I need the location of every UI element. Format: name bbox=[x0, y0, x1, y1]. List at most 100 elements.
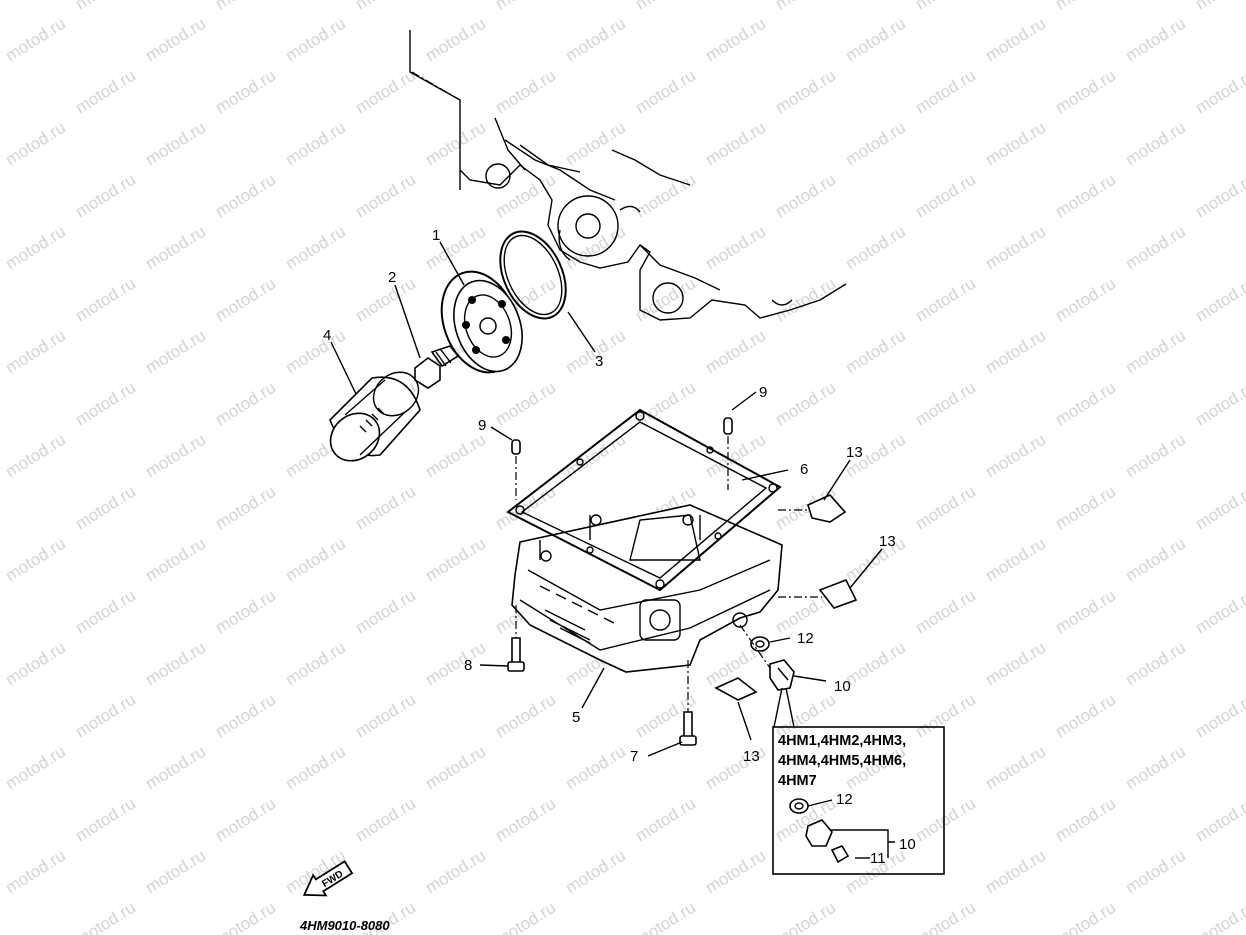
watermark-text: motod.ru bbox=[632, 66, 699, 118]
watermark-text: motod.ru bbox=[912, 378, 979, 430]
watermark-text: motod.ru bbox=[72, 690, 139, 742]
watermark-text: motod.ru bbox=[492, 66, 559, 118]
watermark-text: motod.ru bbox=[72, 586, 139, 638]
watermark-text: motod.ru bbox=[422, 846, 489, 898]
watermark-text: motod.ru bbox=[1052, 898, 1119, 935]
watermark-text: motod.ru bbox=[1052, 794, 1119, 846]
watermark-text: motod.ru bbox=[72, 794, 139, 846]
watermark-text: motod.ru bbox=[1192, 0, 1246, 13]
watermark-text: motod.ru bbox=[772, 898, 839, 935]
watermark-text: motod.ru bbox=[72, 274, 139, 326]
variant-line-2: 4HM4,4HM5,4HM6, bbox=[778, 753, 906, 769]
watermark-text: motod.ru bbox=[1122, 430, 1189, 482]
watermark-text: motod.ru bbox=[1122, 638, 1189, 690]
watermark-text: motod.ru bbox=[352, 66, 419, 118]
watermark-text: motod.ru bbox=[212, 794, 279, 846]
watermark-text: motod.ru bbox=[142, 14, 209, 66]
watermark-text: motod.ru bbox=[1122, 14, 1189, 66]
watermark-text: motod.ru bbox=[2, 222, 69, 274]
watermark-text: motod.ru bbox=[2, 534, 69, 586]
watermark-text: motod.ru bbox=[212, 378, 279, 430]
watermark-text: motod.ru bbox=[1052, 482, 1119, 534]
watermark-text: motod.ru bbox=[1122, 326, 1189, 378]
watermark-text: motod.ru bbox=[562, 14, 629, 66]
watermark-text: motod.ru bbox=[982, 742, 1049, 794]
watermark-text: motod.ru bbox=[282, 118, 349, 170]
oil-pan bbox=[511, 504, 783, 673]
watermark-text: motod.ru bbox=[422, 430, 489, 482]
leader-lines bbox=[330, 241, 895, 859]
watermark-text: motod.ru bbox=[1192, 274, 1246, 326]
watermark-text: motod.ru bbox=[912, 274, 979, 326]
union-bolt bbox=[414, 345, 460, 389]
watermark-text: motod.ru bbox=[2, 742, 69, 794]
watermark-text: motod.ru bbox=[2, 326, 69, 378]
watermark-text: motod.ru bbox=[142, 118, 209, 170]
watermark-text: motod.ru bbox=[772, 66, 839, 118]
watermark-text: motod.ru bbox=[142, 742, 209, 794]
callout-12: 12 bbox=[797, 630, 814, 647]
watermark-text: motod.ru bbox=[1192, 898, 1246, 935]
watermark-text: motod.ru bbox=[352, 482, 419, 534]
watermark-text: motod.ru bbox=[1052, 66, 1119, 118]
watermark-text: motod.ru bbox=[212, 66, 279, 118]
watermark-text: motod.ru bbox=[2, 430, 69, 482]
watermark-text: motod.ru bbox=[912, 898, 979, 935]
oil-filter-cartridge bbox=[329, 371, 421, 462]
watermark-text: motod.ru bbox=[1052, 0, 1119, 13]
watermark-text: motod.ru bbox=[142, 846, 209, 898]
watermark-text: motod.ru bbox=[282, 14, 349, 66]
watermark-text: motod.ru bbox=[352, 586, 419, 638]
callout-13-upper: 13 bbox=[846, 444, 863, 461]
watermark-text: motod.ru bbox=[282, 534, 349, 586]
watermark-text: motod.ru bbox=[632, 378, 699, 430]
watermark-text: motod.ru bbox=[142, 222, 209, 274]
watermark-text: motod.ru bbox=[142, 326, 209, 378]
watermark-text: motod.ru bbox=[1192, 66, 1246, 118]
watermark-text: motod.ru bbox=[1122, 222, 1189, 274]
watermark-text: motod.ru bbox=[352, 0, 419, 13]
watermark-text: motod.ru bbox=[2, 118, 69, 170]
engine-crankcase-outline bbox=[409, 30, 847, 321]
watermark-text: motod.ru bbox=[632, 0, 699, 13]
watermark-text: motod.ru bbox=[352, 690, 419, 742]
watermark-text: motod.ru bbox=[912, 586, 979, 638]
watermark-text: motod.ru bbox=[982, 534, 1049, 586]
watermark-text: motod.ru bbox=[842, 14, 909, 66]
callout-6: 6 bbox=[800, 461, 808, 478]
watermark-text: motod.ru bbox=[982, 326, 1049, 378]
watermark-text: motod.ru bbox=[842, 222, 909, 274]
watermark-text: motod.ru bbox=[282, 742, 349, 794]
watermark-text: motod.ru bbox=[1192, 378, 1246, 430]
watermark-text: motod.ru bbox=[842, 638, 909, 690]
watermark-text: motod.ru bbox=[422, 14, 489, 66]
watermark-text: motod.ru bbox=[422, 534, 489, 586]
watermark-text: motod.ru bbox=[772, 378, 839, 430]
watermark-text: motod.ru bbox=[842, 534, 909, 586]
watermark-text: motod.ru bbox=[912, 170, 979, 222]
watermark-text: motod.ru bbox=[562, 118, 629, 170]
watermark-text: motod.ru bbox=[142, 430, 209, 482]
watermark-text: motod.ru bbox=[352, 794, 419, 846]
watermark-text: motod.ru bbox=[2, 638, 69, 690]
watermark-text: motod.ru bbox=[2, 846, 69, 898]
watermark-text: motod.ru bbox=[702, 326, 769, 378]
watermark-text: motod.ru bbox=[1052, 690, 1119, 742]
watermark-text: motod.ru bbox=[212, 586, 279, 638]
watermark-text: motod.ru bbox=[492, 378, 559, 430]
callout-numbers: 1 2 3 4 5 6 7 8 9 9 10 10 11 12 12 13 13… bbox=[323, 227, 916, 867]
watermark-text: motod.ru bbox=[562, 222, 629, 274]
watermark-text: motod.ru bbox=[702, 430, 769, 482]
watermark-text: motod.ru bbox=[142, 534, 209, 586]
watermark-text: motod.ru bbox=[492, 794, 559, 846]
watermark-text: motod.ru bbox=[282, 638, 349, 690]
watermark-text: motod.ru bbox=[352, 274, 419, 326]
callout-7: 7 bbox=[630, 748, 638, 765]
watermark-text: motod.ru bbox=[212, 274, 279, 326]
watermark-text: motod.ru bbox=[912, 66, 979, 118]
watermark-text: motod.ru bbox=[282, 326, 349, 378]
watermark-text: motod.ru bbox=[982, 846, 1049, 898]
watermark-text: motod.ru bbox=[72, 0, 139, 13]
callout-11: 11 bbox=[870, 850, 886, 867]
